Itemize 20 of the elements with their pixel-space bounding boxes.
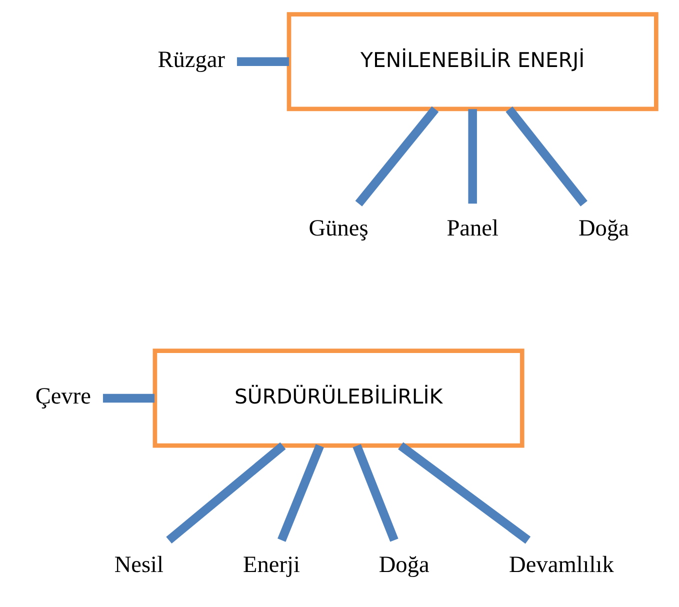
node-text: Nesil <box>114 552 164 578</box>
node-text: Enerji <box>242 552 300 578</box>
node-text: Doğa <box>378 552 429 578</box>
connector <box>236 57 288 66</box>
connector <box>354 106 438 206</box>
connector <box>468 109 476 204</box>
connector <box>352 444 398 542</box>
node-text: Rüzgar <box>157 47 225 74</box>
connector <box>398 442 530 544</box>
connector <box>166 442 286 544</box>
node-box: SÜRDÜRÜLEBİLİRLİK <box>152 348 524 448</box>
node-text: Devamlılık <box>508 552 614 578</box>
connector <box>505 106 587 206</box>
connector <box>277 444 324 542</box>
connector <box>102 394 154 403</box>
node-text: Panel <box>446 215 498 242</box>
node-text: Çevre <box>34 384 90 410</box>
node-text: Doğa <box>578 215 628 242</box>
node-text: Güneş <box>308 215 368 242</box>
node-box: YENİLENEBİLİR ENERJİ <box>286 12 658 112</box>
